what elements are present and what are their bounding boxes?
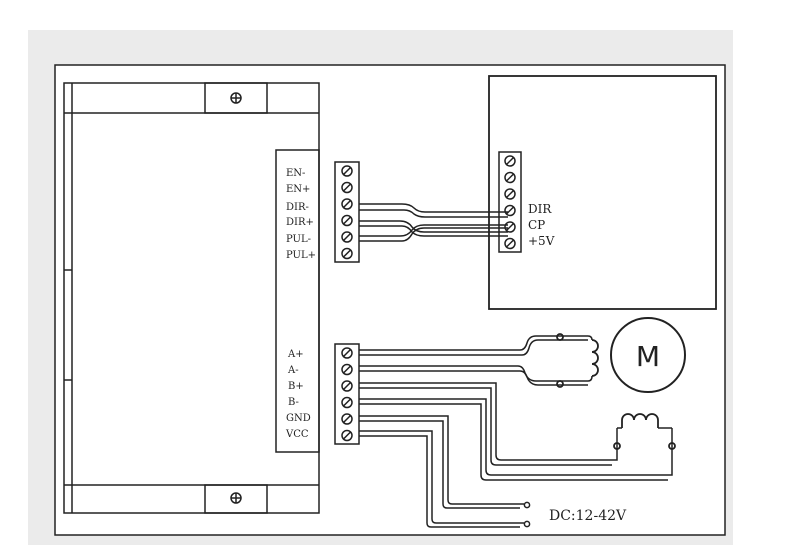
terminal-label-dir-minus: DIR-	[286, 202, 309, 213]
controller-box	[488, 75, 717, 310]
terminal-label-a-plus: A+	[287, 349, 304, 360]
motor-label: M	[636, 340, 660, 373]
terminal-screw-icon	[504, 237, 516, 250]
signal-wires	[359, 203, 508, 242]
terminal-screw-icon	[504, 171, 516, 184]
motor: M	[610, 317, 686, 393]
dc-terminal-negative	[523, 520, 531, 528]
stepper-driver	[63, 82, 320, 514]
terminal-screw-icon	[504, 155, 516, 167]
dc-terminal-positive	[523, 501, 531, 509]
terminal-label-en-plus: EN+	[286, 184, 310, 195]
controller-label-5v: +5V	[528, 234, 555, 248]
motor-power-wires	[359, 335, 673, 481]
terminal-screw-icon	[504, 221, 516, 233]
terminal-screw-icon	[341, 231, 353, 243]
controller-terminal-block	[498, 151, 522, 253]
terminal-label-b-minus: B-	[288, 397, 299, 408]
terminal-screw-icon	[341, 198, 353, 210]
dc-supply-wires	[359, 415, 524, 528]
power-terminal-block	[334, 343, 360, 445]
terminal-label-b-plus: B+	[288, 381, 304, 392]
controller-label-cp: CP	[528, 218, 545, 232]
controller-label-dir: DIR	[528, 202, 552, 216]
terminal-screw-icon	[341, 214, 353, 227]
terminal-label-a-minus: A-	[287, 365, 299, 376]
terminal-screw-icon	[504, 204, 516, 217]
terminal-label-pul-plus: PUL+	[286, 250, 316, 261]
terminal-screw-icon	[341, 247, 353, 260]
terminal-label-vcc: VCC	[285, 429, 309, 440]
power-supply-label: DC:12-42V	[549, 508, 627, 524]
terminal-screw-icon	[341, 380, 353, 392]
signal-terminal-block	[334, 161, 360, 263]
terminal-label-pul-minus: PUL-	[286, 234, 311, 245]
terminal-screw-icon	[341, 347, 353, 359]
terminal-screw-icon	[341, 181, 353, 194]
terminal-screw-icon	[341, 165, 353, 177]
terminal-label-gnd: GND	[286, 413, 311, 424]
terminal-screw-icon	[341, 363, 353, 376]
terminal-label-dir-plus: DIR+	[286, 217, 314, 228]
screw-icon	[230, 92, 242, 104]
terminal-screw-icon	[504, 188, 516, 200]
terminal-screw-icon	[341, 396, 353, 409]
terminal-label-en-minus: EN-	[286, 168, 305, 179]
screw-icon	[230, 492, 242, 504]
terminal-screw-icon	[341, 413, 353, 425]
terminal-screw-icon	[341, 429, 353, 442]
